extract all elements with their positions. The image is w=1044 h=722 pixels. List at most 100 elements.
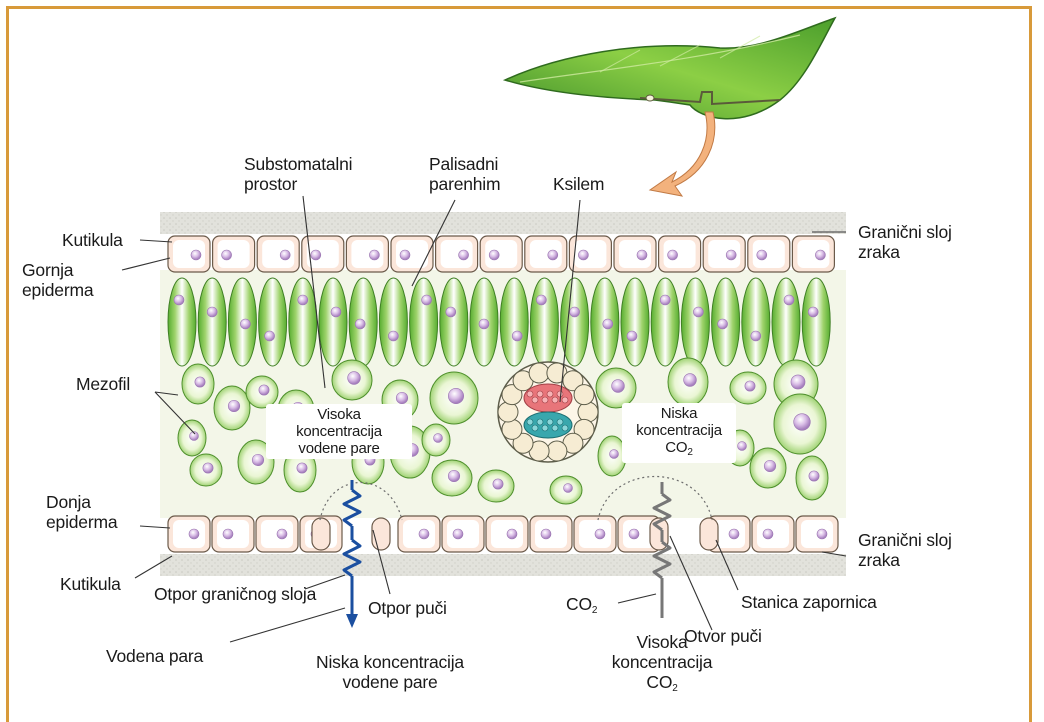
zoom-arrow — [650, 112, 715, 196]
nucleus — [512, 331, 522, 341]
nucleus — [564, 484, 573, 493]
nucleus — [207, 307, 217, 317]
low-vapor-concentration-label: Niska koncentracija vodene pare — [290, 652, 490, 692]
phloem-cell — [532, 425, 538, 431]
nucleus — [396, 392, 408, 404]
palisade-cell — [802, 278, 830, 366]
phloem-cell — [547, 419, 553, 425]
phloem-cell — [562, 425, 568, 431]
xylem-vessel — [557, 391, 563, 397]
nucleus — [448, 470, 460, 482]
upper-epidermis — [168, 236, 834, 272]
nucleus — [784, 295, 794, 305]
nucleus — [489, 250, 499, 260]
palisade-cell — [379, 278, 407, 366]
water-vapor-label: Vodena para — [106, 646, 203, 666]
nucleus — [536, 295, 546, 305]
low-co2-sub: 2 — [687, 447, 692, 458]
phloem-cell — [542, 425, 548, 431]
nucleus — [369, 250, 379, 260]
high-co2-c: CO — [646, 672, 672, 692]
nucleus — [718, 319, 728, 329]
nucleus — [191, 250, 201, 260]
phloem-cell — [552, 425, 558, 431]
nucleus — [434, 434, 443, 443]
nucleus — [422, 295, 432, 305]
nucleus — [751, 331, 761, 341]
nucleus — [570, 307, 580, 317]
nucleus — [578, 250, 588, 260]
lower-epidermis — [168, 516, 838, 552]
palisade-parenchyma-label: Palisadni parenhim — [429, 154, 500, 194]
nucleus — [459, 250, 469, 260]
nucleus — [259, 385, 269, 395]
high-co2-line2: koncentracija — [598, 652, 726, 672]
bundle-sheath-cell — [574, 385, 594, 405]
nucleus — [763, 529, 773, 539]
guard-cell — [312, 518, 330, 550]
nucleus — [311, 250, 321, 260]
palisade-cell — [772, 278, 800, 366]
high-co2-concentration-label: Visoka koncentracija CO2 — [598, 632, 726, 699]
nucleus — [203, 463, 213, 473]
nucleus — [223, 529, 233, 539]
nucleus — [764, 460, 776, 472]
xylem-vessel — [527, 391, 533, 397]
boundary-resistance-label: Otpor graničnog sloja — [154, 584, 316, 604]
nucleus — [548, 250, 558, 260]
nucleus — [493, 479, 503, 489]
nucleus — [453, 529, 463, 539]
nucleus — [277, 529, 287, 539]
stomatal-resistance-label: Otpor puči — [368, 598, 447, 618]
bundle-sheath-cell — [529, 363, 549, 383]
nucleus — [794, 414, 811, 431]
nucleus — [479, 319, 489, 329]
nucleus — [738, 442, 747, 451]
nucleus — [228, 400, 240, 412]
palisade-cell — [410, 278, 438, 366]
nucleus — [195, 377, 205, 387]
bundle-sheath-cell — [578, 402, 598, 422]
palisade-cell — [500, 278, 528, 366]
nucleus — [388, 331, 398, 341]
nucleus — [627, 331, 637, 341]
nucleus — [684, 374, 697, 387]
xylem-vessel — [552, 397, 558, 403]
nucleus — [400, 250, 410, 260]
co2-outside-label: CO2 — [566, 594, 597, 621]
substomatal-space-label: Substomatalni prostor — [244, 154, 352, 194]
palisade-cell — [530, 278, 558, 366]
nucleus — [745, 381, 755, 391]
low-co2-line2: koncentracija — [626, 422, 732, 439]
phloem-cell — [557, 419, 563, 425]
palisade-cell — [742, 278, 770, 366]
xylem-vessel — [542, 397, 548, 403]
nucleus — [729, 529, 739, 539]
nucleus — [809, 471, 819, 481]
xylem-vessel — [532, 397, 538, 403]
nucleus — [541, 529, 551, 539]
lower-boundary-layer — [160, 554, 846, 576]
palisade-cell — [198, 278, 226, 366]
nucleus — [174, 295, 184, 305]
palisade-cell — [259, 278, 287, 366]
leaf-illustration — [505, 18, 835, 119]
nucleus — [791, 375, 805, 389]
nucleus — [817, 529, 827, 539]
co2-outside-sub: 2 — [592, 605, 597, 616]
lower-epidermis-label: Donja epiderma — [46, 492, 117, 532]
vascular-bundle — [498, 362, 598, 462]
nucleus — [355, 319, 365, 329]
palisade-cell — [621, 278, 649, 366]
nucleus — [297, 463, 307, 473]
nucleus — [448, 388, 463, 403]
palisade-cell — [289, 278, 317, 366]
xylem-vessel — [547, 391, 553, 397]
nucleus — [660, 295, 670, 305]
nucleus — [612, 380, 625, 393]
nucleus — [240, 319, 250, 329]
nucleus — [808, 307, 818, 317]
nucleus — [252, 454, 264, 466]
bundle-sheath-cell — [547, 441, 567, 461]
nucleus — [595, 529, 605, 539]
